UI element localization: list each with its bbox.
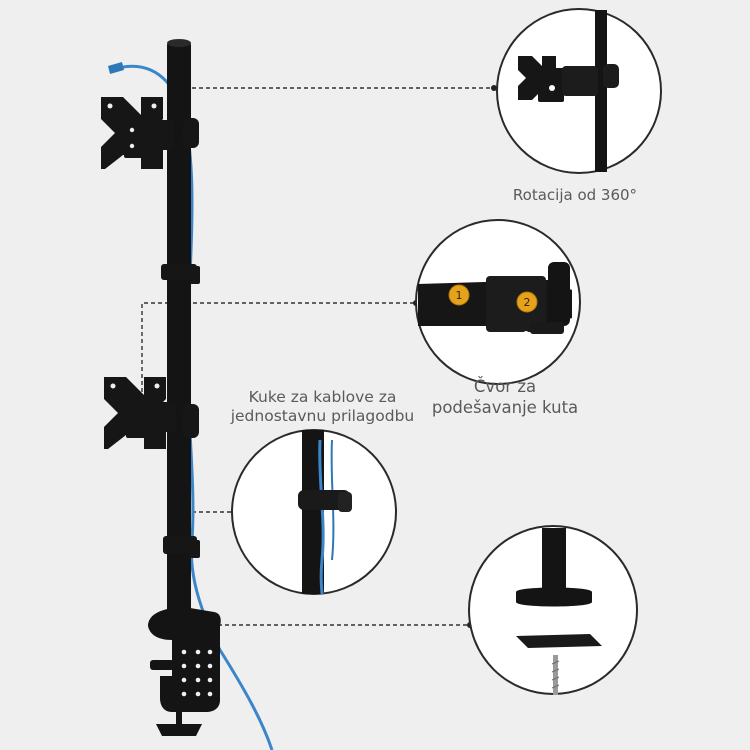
upper-vesa-plate [101, 97, 199, 169]
angle-knob-label: Čvor za podešavanje kuta [431, 377, 579, 418]
callout-line-middle [141, 302, 416, 392]
detail-circle-grommet [468, 525, 638, 695]
desk-clamp [148, 607, 221, 736]
callout-lines [141, 87, 494, 626]
knob-badge-2 [516, 291, 538, 313]
cable-hooks-label: Kuke za kablove za jednostavnu prilagodb… [230, 388, 415, 426]
cable-plug [108, 62, 124, 74]
rotation-label: Rotacija od 360° [512, 186, 638, 204]
main-pole [167, 42, 191, 624]
knob-badge-2-label: 2 [524, 296, 531, 309]
clamp-holes [181, 649, 213, 697]
knob-badge-1 [448, 284, 470, 306]
detail-circle-cable-hook [231, 429, 397, 595]
detail-circle-rotation [496, 8, 662, 174]
knob-badge-1-label: 1 [456, 289, 463, 302]
pole-cable-clips [161, 264, 200, 558]
lower-vesa-plate [104, 377, 199, 449]
detail-circle-knob: 1 2 [415, 219, 581, 385]
